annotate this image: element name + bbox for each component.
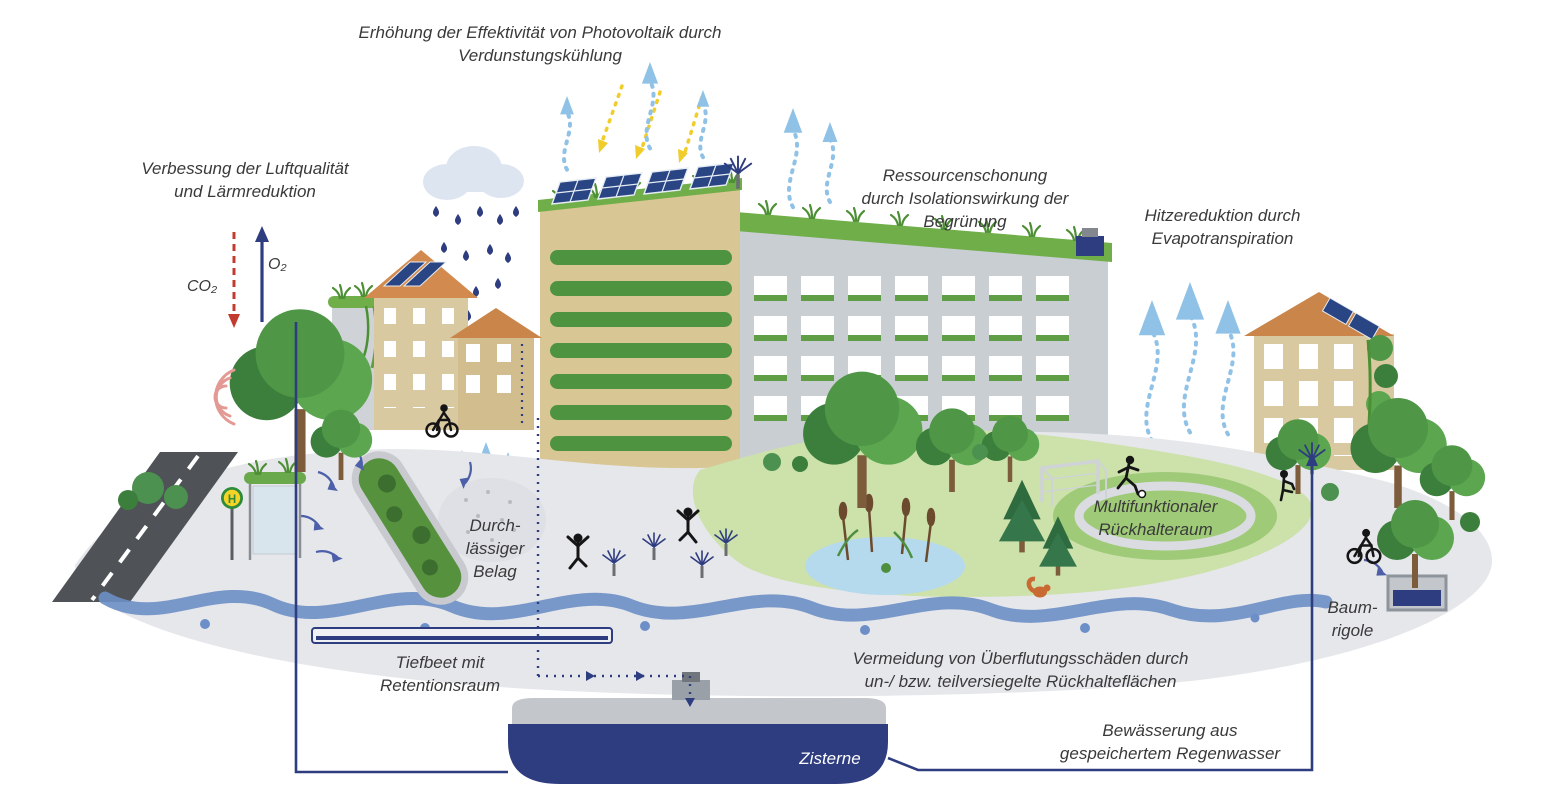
- label-line: Verbessung der Luftqualität: [141, 159, 349, 178]
- label-line: Erhöhung der Effektivität von Photovolta…: [358, 23, 722, 42]
- label-permeable-paving: Durch- lässiger Belag: [430, 515, 560, 584]
- label-line: Multifunktionaler: [1093, 497, 1218, 516]
- label-irrigation: Bewässerung aus gespeichertem Regenwasse…: [1000, 720, 1340, 766]
- house-left: [364, 250, 478, 430]
- label-air-quality: Verbessung der Luftqualität und Lärmredu…: [95, 158, 395, 204]
- label-line: Tiefbeet mit: [395, 653, 485, 672]
- pond: [805, 493, 965, 595]
- building-green-facade: [538, 154, 754, 520]
- basin-path: [1074, 481, 1256, 551]
- label-retention-area: Multifunktionaler Rückhalteraum: [1028, 496, 1283, 542]
- collection-pipe: [294, 322, 508, 774]
- pipes: [294, 322, 1318, 774]
- tree-trench: [1362, 500, 1454, 612]
- frog: [881, 563, 891, 573]
- label-line: Vermeidung von Überflutungsschäden durch: [852, 649, 1189, 668]
- people: [425, 403, 1382, 598]
- paving-dots: [464, 490, 516, 542]
- building-gray-green-roof: [736, 199, 1112, 470]
- label-tree-trench: Baum- rigole: [1305, 597, 1400, 643]
- retention-storage-bar: [311, 627, 613, 644]
- squirrel: [1026, 576, 1051, 598]
- rain-cloud: [423, 146, 524, 321]
- reading-person: [1279, 470, 1296, 502]
- bushes: [118, 444, 1480, 532]
- irrigation-pipe: [887, 464, 1314, 772]
- label-line: rigole: [1331, 620, 1374, 640]
- cistern: [508, 672, 888, 784]
- label-o2: O₂: [268, 256, 287, 273]
- bus-stop-sign-letter: H: [228, 494, 236, 506]
- label-line: Baum-: [1327, 598, 1378, 617]
- label-line: Bewässerung aus: [1102, 721, 1238, 740]
- house-small: [450, 308, 542, 430]
- label-line: Ressourcenschonung: [882, 166, 1048, 185]
- label-line: durch Isolationswirkung der: [861, 188, 1069, 208]
- label-line: Rückhalteraum: [1098, 519, 1213, 539]
- sun-arrows: [598, 84, 704, 163]
- label-line: und Lärmreduktion: [174, 181, 316, 201]
- label-line: Evapotranspiration: [1151, 228, 1294, 248]
- noise-reduction-waves: [213, 368, 236, 426]
- co2-o2-exchange: [228, 226, 269, 328]
- label-line: un-/ bzw. teilversiegelte Rückhaltefläch…: [864, 671, 1177, 691]
- label-line: lässiger: [465, 538, 525, 558]
- label-deep-bed: Tiefbeet mit Retentionsraum: [330, 652, 550, 698]
- label-flood-prevention: Vermeidung von Überflutungsschäden durch…: [768, 648, 1273, 694]
- label-line: Hitzereduktion durch: [1144, 206, 1301, 225]
- label-line: Verdunstungskühlung: [458, 45, 622, 65]
- label-photovoltaics: Erhöhung der Effektivität von Photovolta…: [290, 22, 790, 68]
- label-co2: CO₂: [186, 278, 218, 295]
- tiefbeet-swale: [351, 451, 469, 605]
- label-line: gespeichertem Regenwasser: [1059, 743, 1281, 763]
- label-cistern: Zisterne: [799, 749, 861, 768]
- bus-stop: H: [221, 457, 306, 560]
- soccer-goal: [1040, 459, 1107, 506]
- label-heat-reduction: Hitzereduktion durch Evapotranspiration: [1070, 205, 1375, 251]
- label-resources: Ressourcenschonung durch Isolationswirku…: [810, 165, 1120, 234]
- label-line: Durch-: [469, 516, 521, 535]
- road: [52, 452, 238, 602]
- label-line: Begrünung: [923, 211, 1007, 231]
- soccer-player: [1116, 455, 1147, 499]
- label-line: Retentionsraum: [379, 675, 500, 695]
- label-line: Belag: [473, 561, 517, 581]
- rooftop-unit: [1076, 228, 1104, 256]
